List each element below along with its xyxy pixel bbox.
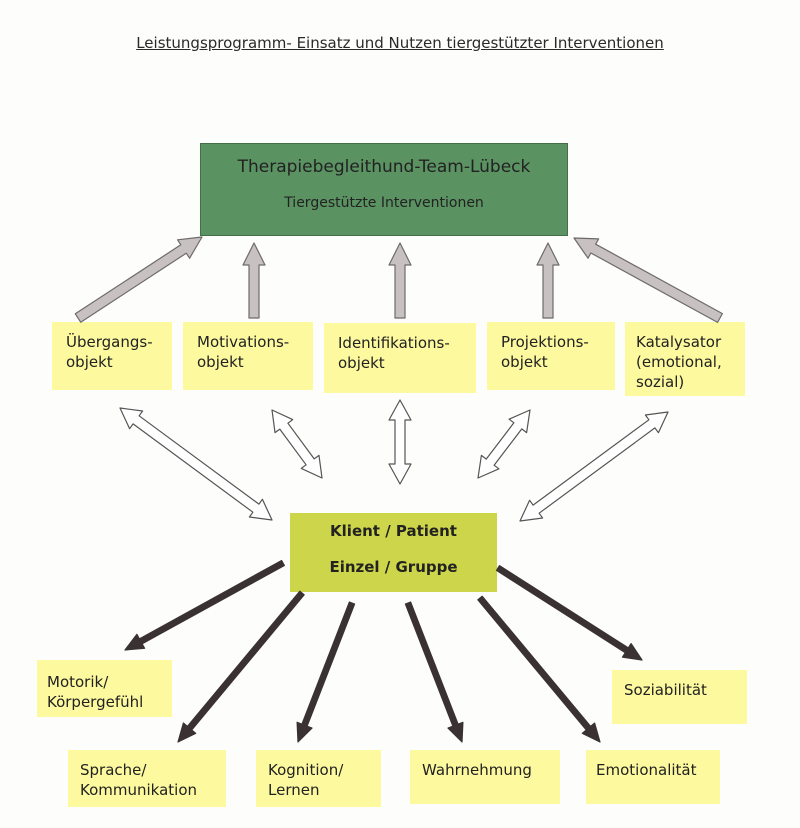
client-patient-label: Klient / Patient bbox=[330, 522, 457, 540]
double-arrow bbox=[271, 409, 323, 479]
downward-arrow bbox=[177, 590, 305, 743]
box-sprache: Sprache/ Kommunikation bbox=[68, 750, 226, 807]
upward-arrow bbox=[242, 242, 266, 319]
downward-arrow bbox=[404, 601, 464, 743]
single-group-label: Einzel / Gruppe bbox=[329, 558, 458, 576]
box-label-line: objekt bbox=[338, 354, 385, 372]
upward-arrows bbox=[74, 236, 724, 323]
therapy-team-title: Therapiebegleithund-Team-Lübeck bbox=[237, 157, 531, 177]
box-label-line: Motorik/ bbox=[47, 673, 109, 691]
box-label-line: Soziabilität bbox=[624, 681, 707, 699]
box-motorik: Motorik/ Körpergefühl bbox=[37, 660, 172, 717]
box-wahrnehmung: Wahrnehmung bbox=[410, 750, 560, 804]
upward-arrow bbox=[536, 242, 560, 319]
box-label-line: Katalysator bbox=[636, 333, 722, 351]
box-label-line: Wahrnehmung bbox=[422, 761, 532, 779]
box-label-line: Sprache/ bbox=[80, 761, 147, 779]
double-arrow bbox=[477, 409, 531, 479]
upward-arrow bbox=[74, 236, 203, 323]
box-label-line: Projektions- bbox=[501, 333, 589, 351]
double-arrow bbox=[519, 411, 669, 522]
box-label-line: sozial) bbox=[636, 373, 685, 391]
box-motivationsobjekt: Motivations- objekt bbox=[183, 322, 313, 390]
box-soziabilitaet: Soziabilität bbox=[612, 670, 747, 724]
upward-arrow bbox=[388, 242, 412, 319]
downward-arrow bbox=[296, 601, 356, 743]
box-katalysator: Katalysator (emotional, sozial) bbox=[625, 322, 745, 396]
downward-arrow bbox=[124, 559, 285, 651]
downward-arrows bbox=[124, 559, 643, 743]
page-title: Leistungsprogramm- Einsatz und Nutzen ti… bbox=[136, 34, 664, 52]
box-kognition: Kognition/ Lernen bbox=[256, 750, 381, 807]
double-arrow bbox=[119, 407, 273, 521]
box-label-line: Identifikations- bbox=[338, 334, 450, 352]
box-label-line: Lernen bbox=[268, 781, 320, 799]
double-arrow bbox=[388, 399, 412, 485]
box-emotionalitaet: Emotionalität bbox=[586, 750, 720, 804]
downward-arrow bbox=[495, 564, 643, 661]
box-label-line: Körpergefühl bbox=[47, 693, 144, 711]
box-label-line: Kommunikation bbox=[80, 781, 198, 799]
box-label-line: Emotionalität bbox=[596, 761, 697, 779]
therapy-team-subtitle: Tiergestützte Interventionen bbox=[284, 195, 484, 211]
box-label-line: (emotional, bbox=[636, 353, 722, 371]
box-label-line: objekt bbox=[197, 353, 244, 371]
box-label-line: objekt bbox=[66, 353, 113, 371]
box-uebergangsobjekt: Übergangs- objekt bbox=[52, 322, 172, 390]
upward-arrow bbox=[573, 237, 724, 323]
box-label-line: Übergangs- bbox=[66, 333, 153, 351]
box-label-line: Motivations- bbox=[197, 333, 290, 351]
box-projektionsobjekt: Projektions- objekt bbox=[487, 322, 615, 390]
client-patient-box: Klient / Patient Einzel / Gruppe bbox=[290, 513, 497, 592]
downward-arrow bbox=[477, 595, 601, 743]
double-arrows bbox=[119, 399, 669, 522]
box-identifikationsobjekt: Identifikations- objekt bbox=[324, 323, 476, 393]
box-label-line: objekt bbox=[501, 353, 548, 371]
box-label-line: Kognition/ bbox=[268, 761, 344, 779]
therapy-team-box: Therapiebegleithund-Team-Lübeck Tiergest… bbox=[200, 143, 568, 236]
